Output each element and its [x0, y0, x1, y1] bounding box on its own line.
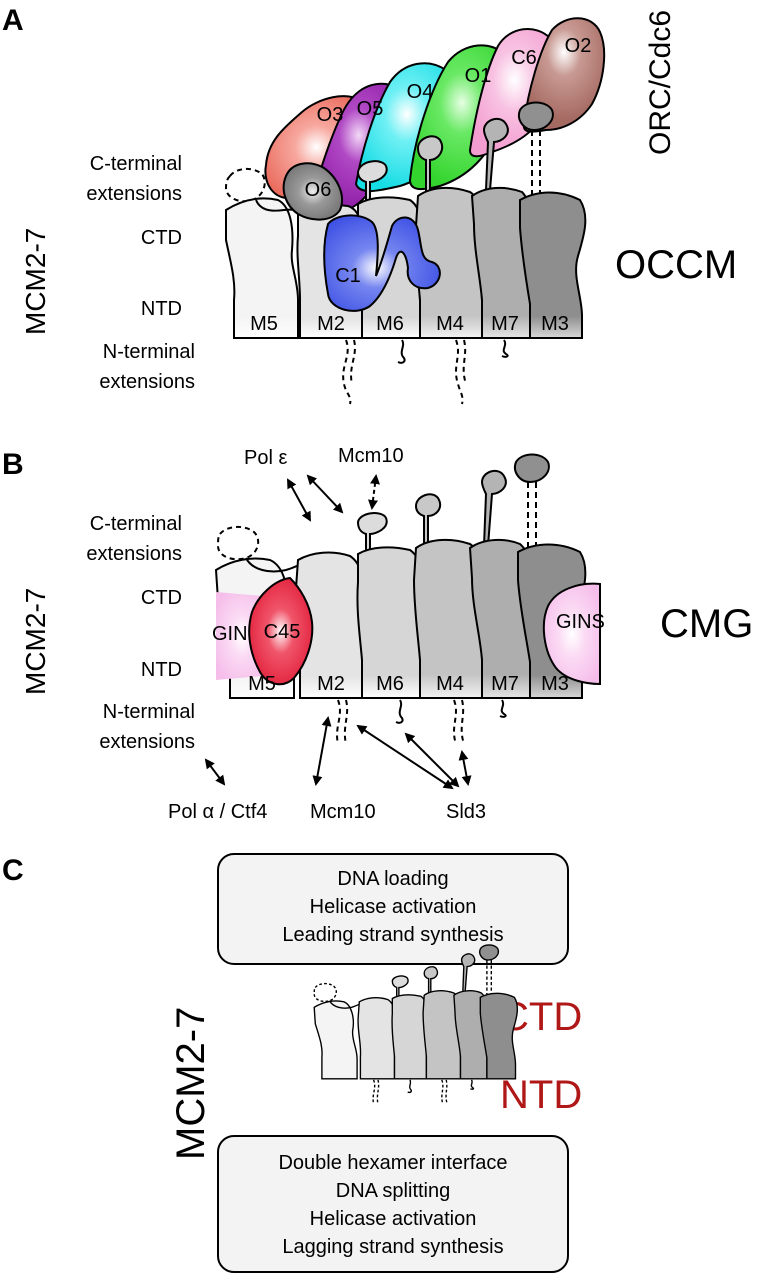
cmg-label: CMG — [660, 602, 753, 646]
panel-c-mcm-side-label: MCM2-7 — [169, 1007, 213, 1160]
m7-cterm-knob-b — [480, 469, 507, 547]
bottom-box-line-4: Lagging strand synthesis — [282, 1236, 503, 1258]
mcm10-bottom-arrow — [312, 716, 332, 786]
cterm-ext-label-b2: extensions — [86, 543, 182, 565]
occm-label: OCCM — [615, 243, 737, 287]
cterm-ext-label-1: C-terminal — [90, 153, 182, 175]
m5-cterm-ext-a — [224, 168, 266, 203]
o6-subunit — [282, 162, 343, 221]
ntd-red-label: NTD — [500, 1073, 582, 1117]
m3-dashed-linker-b — [527, 482, 537, 550]
ctd-label-b: CTD — [141, 587, 182, 609]
panel-b-letter: B — [2, 448, 24, 481]
panel-a-mcm-side-label: MCM2-7 — [20, 228, 51, 335]
mini-mcm-cartoon — [313, 944, 519, 1105]
m2-label-b: M2 — [317, 673, 345, 695]
nterm-ext-label-b2: extensions — [99, 731, 195, 753]
o5-label: O5 — [357, 98, 384, 120]
panel-a-letter: A — [2, 4, 24, 37]
o4-label: O4 — [407, 81, 434, 103]
sld3-arrow-3 — [458, 750, 472, 786]
m7-label-b: M7 — [491, 673, 519, 695]
top-box-line-1: DNA loading — [337, 868, 448, 890]
orc-cdc6-label: ORC/Cdc6 — [644, 10, 677, 155]
m2-label-a: M2 — [317, 313, 345, 335]
panel-b: B MCM2-7 C-terminal extensions CTD NTD N… — [2, 445, 753, 823]
m5-label-a: M5 — [250, 313, 278, 335]
m6-cterm-knob-a — [356, 160, 388, 201]
cterm-ext-label-2: extensions — [86, 183, 182, 205]
m3-body-a — [519, 191, 587, 339]
m6-label-a: M6 — [376, 313, 404, 335]
m3-cterm-knob-b — [514, 453, 550, 484]
m5-body-a — [225, 197, 299, 339]
top-function-box — [217, 853, 569, 965]
m5-label-b: M5 — [248, 673, 276, 695]
m4-nterm-ext-b — [453, 699, 465, 745]
pol-alpha-ctf4-label: Pol α / Ctf4 — [168, 801, 267, 823]
sld3-arrow-1 — [356, 724, 454, 790]
m4-cterm-knob-b — [414, 493, 442, 549]
m3-label-b: M3 — [541, 673, 569, 695]
c6-label: C6 — [511, 47, 537, 69]
nterm-ext-label-1: N-terminal — [103, 341, 195, 363]
bottom-function-box — [217, 1135, 569, 1273]
cterm-ext-label-b1: C-terminal — [90, 513, 182, 535]
mcm10-bottom-label: Mcm10 — [310, 801, 376, 823]
pol-e-arrow-1 — [287, 478, 311, 522]
m7-nterm-ext-a — [501, 339, 509, 358]
top-box-line-2: Helicase activation — [310, 896, 477, 918]
o6-label: O6 — [305, 179, 332, 201]
m6-nterm-ext-b — [395, 699, 404, 724]
nterm-ext-label-2: extensions — [99, 371, 195, 393]
m6-label-b: M6 — [376, 673, 404, 695]
bottom-box-line-2: DNA splitting — [336, 1180, 451, 1202]
nterm-ext-label-b1: N-terminal — [103, 701, 195, 723]
c45-label: C45 — [264, 621, 301, 643]
m7-cterm-knob-a — [482, 117, 509, 191]
panel-a: A ORC/Cdc6 MCM2-7 C-terminal extensions … — [2, 4, 737, 405]
ctd-label: CTD — [141, 227, 182, 249]
panel-c: C DNA loading Helicase activation Leadin… — [2, 853, 582, 1273]
m6-cterm-knob-b — [356, 512, 388, 553]
sld3-arrow-2 — [404, 732, 460, 788]
mcm10-top-arrow — [368, 474, 380, 510]
pol-alpha-arrow — [204, 758, 226, 786]
o1-label: O1 — [465, 65, 492, 87]
m2-nterm-ext-a — [342, 339, 356, 405]
c1-subunit — [323, 214, 441, 312]
m4-label-a: M4 — [436, 313, 464, 335]
m7-label-a: M7 — [491, 313, 519, 335]
m6-nterm-ext-a — [397, 339, 406, 364]
pol-epsilon-label: Pol ε — [244, 447, 287, 469]
panel-b-mcm-side-label: MCM2-7 — [20, 588, 51, 695]
pol-e-arrow-2 — [306, 474, 344, 514]
m4-label-b: M4 — [436, 673, 464, 695]
bottom-box-line-3: Helicase activation — [310, 1208, 477, 1230]
c1-label: C1 — [335, 265, 361, 287]
m3-cterm-knob-a — [518, 101, 554, 132]
o2-label: O2 — [565, 35, 592, 57]
m3-label-a: M3 — [541, 313, 569, 335]
m3-dashed-linker-a — [531, 130, 541, 196]
gins-right — [542, 582, 601, 686]
o3-label: O3 — [317, 104, 344, 126]
top-box-line-3: Leading strand synthesis — [282, 924, 503, 946]
m2-nterm-ext-b — [336, 699, 349, 745]
m4-nterm-ext-a — [455, 339, 467, 405]
c45-subunit — [248, 576, 314, 686]
m4-cterm-knob-a — [416, 135, 444, 195]
panel-c-letter: C — [2, 854, 24, 887]
bottom-box-line-1: Double hexamer interface — [278, 1152, 507, 1174]
m7-nterm-ext-b — [499, 699, 507, 718]
sld3-label: Sld3 — [446, 801, 486, 823]
mcm10-top-label: Mcm10 — [338, 445, 404, 467]
m5-cterm-ext-b — [216, 526, 260, 561]
ntd-label: NTD — [141, 298, 182, 320]
ntd-label-b: NTD — [141, 659, 182, 681]
gins-right-label: GINS — [556, 611, 605, 633]
